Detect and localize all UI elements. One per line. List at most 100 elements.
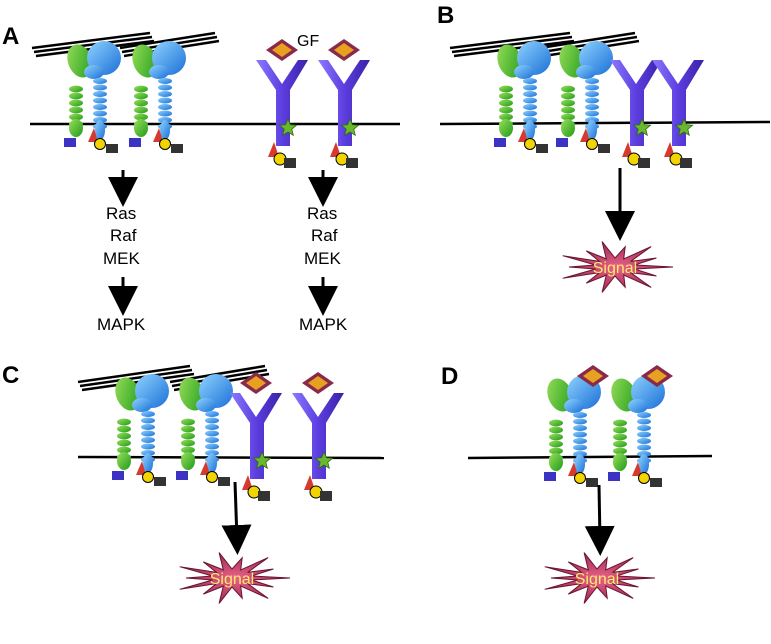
pathway-right-raf: Raf xyxy=(311,226,338,245)
blue-bead xyxy=(637,444,651,451)
green-bead xyxy=(499,92,513,100)
blue-bead xyxy=(637,418,651,425)
green-foot xyxy=(117,452,131,470)
blue-foot xyxy=(575,454,585,474)
signal-burst-b: Signal xyxy=(562,241,674,293)
membrane-line-b xyxy=(439,120,771,126)
arrow-c-signal xyxy=(221,481,252,555)
blue-bead xyxy=(205,443,219,450)
yellow-circle-marker xyxy=(638,472,650,484)
growth-factor-diamond xyxy=(577,365,609,387)
green-bead xyxy=(499,113,513,121)
blue-bead xyxy=(158,97,172,104)
green-bead xyxy=(549,440,563,448)
blue-bead xyxy=(523,91,537,97)
green-bead xyxy=(613,433,627,441)
green-foot xyxy=(69,119,83,137)
green-bead xyxy=(181,425,195,433)
receptor-y-shape xyxy=(652,60,704,146)
green-bead xyxy=(499,106,513,114)
blue-bead xyxy=(93,97,107,104)
blue-bead xyxy=(585,110,599,117)
blue-bead xyxy=(637,438,651,444)
receptor-b-1 xyxy=(610,60,662,168)
ecm-fibers-a-2-fiber xyxy=(119,31,216,50)
red-triangle-marker xyxy=(664,142,675,157)
red-triangle-marker xyxy=(268,142,279,157)
blue-neck xyxy=(132,398,152,412)
green-foot xyxy=(499,119,513,137)
dark-square-marker xyxy=(284,158,296,168)
yellow-circle-marker xyxy=(94,138,106,150)
blue-bead xyxy=(205,417,219,424)
blue-bead xyxy=(93,78,107,84)
blue-bead xyxy=(141,417,155,424)
blue-square-marker xyxy=(129,138,141,147)
green-foot xyxy=(561,119,575,137)
receptor-y-shape xyxy=(610,60,662,146)
blue-bead xyxy=(585,84,599,91)
green-bead xyxy=(613,426,627,434)
phospho-star xyxy=(314,450,334,470)
red-triangle-marker xyxy=(242,475,253,490)
growth-factor-diamond xyxy=(328,39,360,61)
panel-a-letter: A xyxy=(2,23,19,50)
blue-bead xyxy=(141,443,155,450)
blue-bead xyxy=(585,97,599,104)
phospho-star xyxy=(340,117,360,137)
blue-neck xyxy=(628,399,648,413)
green-bead xyxy=(561,113,575,121)
blue-bead xyxy=(205,424,219,430)
green-foot xyxy=(134,119,148,137)
gf-diamond-inner xyxy=(308,376,328,390)
red-triangle-marker xyxy=(200,461,210,475)
blue-bead xyxy=(141,411,155,417)
green-bead xyxy=(613,440,627,448)
ecm-fibers-a-1-fiber xyxy=(31,31,151,50)
green-bead xyxy=(549,447,563,455)
blue-foot xyxy=(207,453,217,473)
receptor-c-2 xyxy=(292,372,344,501)
receptor-y-shape xyxy=(230,393,282,479)
blue-bead xyxy=(141,437,155,443)
receptor-y-shape xyxy=(292,393,344,479)
yellow-circle-marker xyxy=(142,471,154,483)
gf-diamond-inner xyxy=(272,43,292,57)
blue-bead xyxy=(585,104,599,110)
membrane-line-d xyxy=(467,454,713,460)
dark-square-marker xyxy=(154,477,166,486)
green-foot xyxy=(549,453,563,471)
ecm-fibers-a-1-fiber xyxy=(33,35,153,54)
green-foot xyxy=(613,453,627,471)
dark-square-marker xyxy=(536,144,548,153)
blue-bead xyxy=(523,110,537,117)
blue-bead xyxy=(158,104,172,110)
ecm-fibers-b-1-fiber xyxy=(449,31,571,50)
blue-bead xyxy=(141,424,155,430)
red-triangle-marker xyxy=(304,475,315,490)
blue-bead xyxy=(158,78,172,84)
red-triangle-marker xyxy=(330,142,341,157)
receptor-a-2 xyxy=(318,39,370,168)
green-bead xyxy=(117,425,131,433)
ecm-fibers-b-2-fiber xyxy=(539,31,636,50)
ecm-fibers-b-1-fiber xyxy=(451,35,573,54)
panel-b-letter: B xyxy=(437,2,454,29)
blue-bead xyxy=(93,110,107,117)
red-triangle-marker xyxy=(632,462,642,476)
signal-label: Signal xyxy=(575,571,619,588)
green-bead xyxy=(499,85,513,93)
yellow-circle-marker xyxy=(524,138,536,150)
dark-square-marker xyxy=(346,158,358,168)
green-bead xyxy=(117,432,131,440)
dark-square-marker xyxy=(320,491,332,501)
growth-factor-diamond xyxy=(266,39,298,61)
blue-square-marker xyxy=(608,472,620,481)
ecm-fibers-c-1-fiber xyxy=(79,368,193,388)
pathway-left-raf: Raf xyxy=(110,226,137,245)
arrow-d-signal xyxy=(584,484,615,556)
blue-bead xyxy=(523,78,537,84)
green-bead xyxy=(134,113,148,121)
blue-bead xyxy=(523,97,537,104)
